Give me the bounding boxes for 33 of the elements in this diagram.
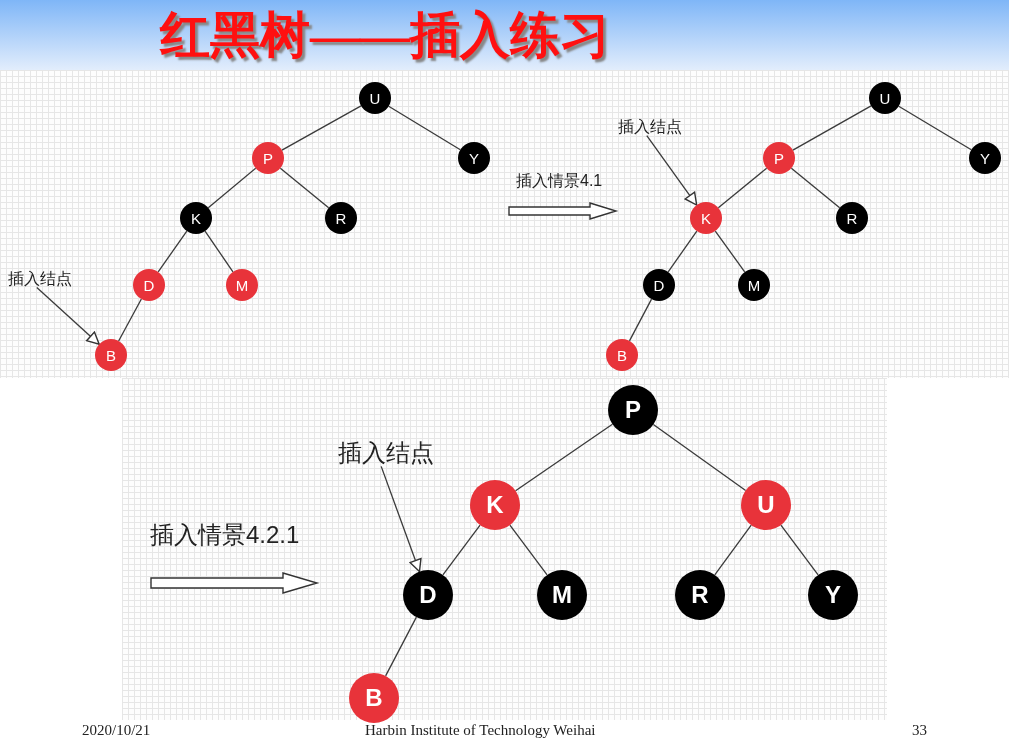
scenario-label: 插入情景4.1	[516, 172, 603, 190]
tree-edge	[714, 230, 746, 273]
leader-arrow	[36, 286, 100, 345]
footer-text: Harbin Institute of Technology Weihai	[365, 722, 596, 739]
slide-title: 红黑树——插入练习	[160, 6, 610, 65]
tree-edge	[514, 423, 614, 492]
footer-date: 2020/10/21	[82, 722, 151, 739]
tree-edge	[792, 105, 872, 151]
tree-edge	[117, 298, 142, 342]
scenario-label: 插入情景4.2.1	[150, 522, 300, 549]
tree-edge	[780, 524, 819, 576]
tree-edge	[388, 105, 461, 151]
tree-edge	[157, 230, 188, 273]
tree-edge	[628, 298, 653, 342]
leader-arrow	[646, 134, 698, 206]
tree-edge	[384, 616, 418, 677]
tree-edge	[207, 167, 257, 209]
callout-text: 插入结点	[8, 270, 72, 288]
tree-edge	[509, 524, 548, 576]
tree-edge	[281, 105, 362, 151]
tree-edge	[442, 524, 481, 576]
tree-edge	[652, 423, 747, 492]
tree-edge	[204, 230, 234, 273]
tree-edge	[714, 524, 752, 576]
tree-edge	[790, 167, 841, 209]
tree-edge	[667, 230, 698, 273]
tree-edge	[717, 167, 768, 209]
leader-arrow	[380, 465, 422, 573]
tree-edge	[898, 105, 972, 151]
page-number: 33	[912, 722, 927, 739]
tree-edge	[279, 167, 330, 209]
callout-text: 插入结点	[618, 118, 682, 136]
callout-text: 插入结点	[338, 440, 434, 467]
